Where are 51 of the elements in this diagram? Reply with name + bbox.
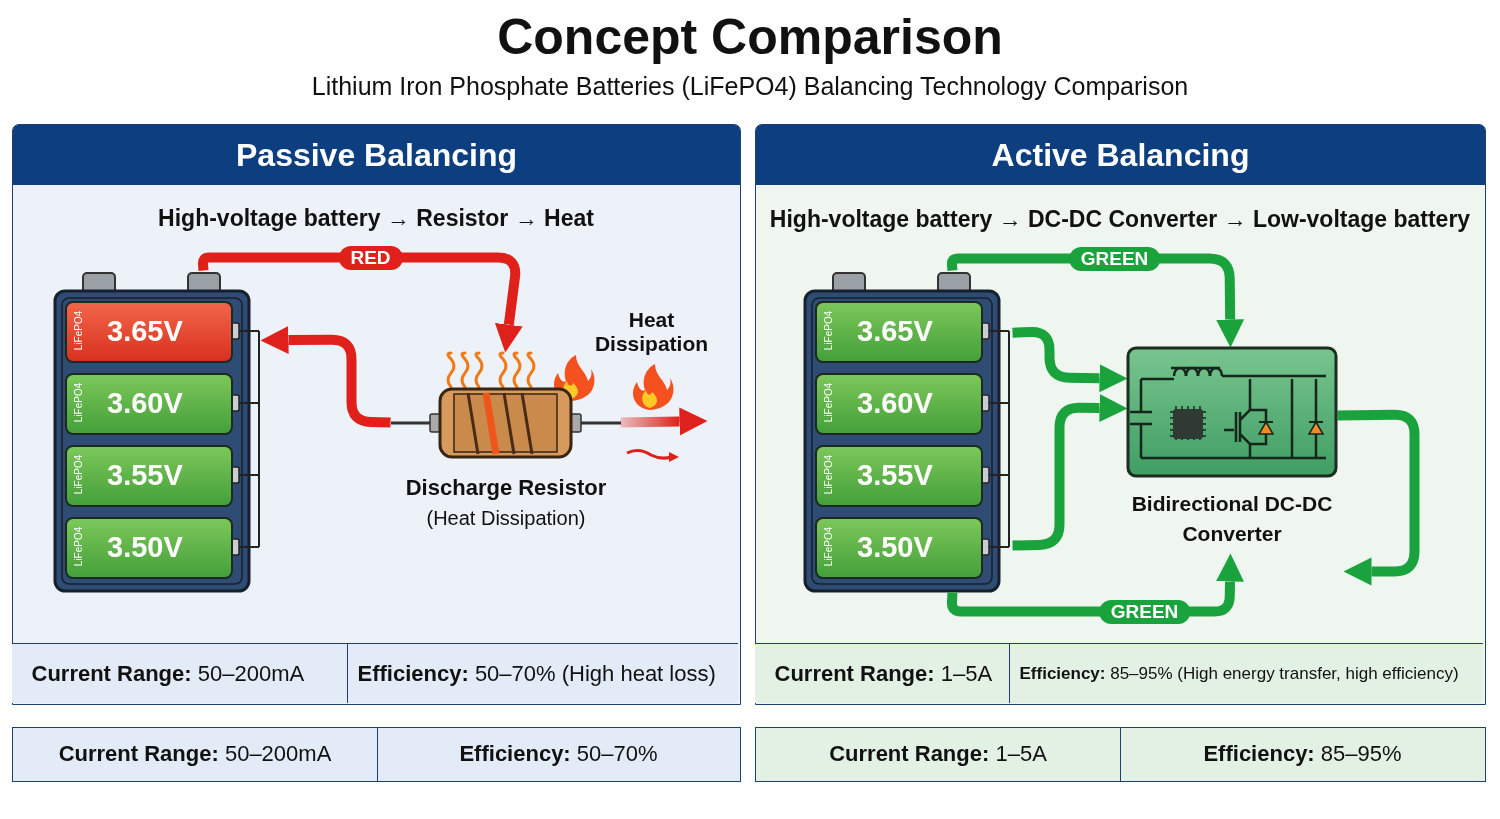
cell-type-label: LiFePO4	[72, 309, 84, 353]
cell-type-label: LiFePO4	[72, 525, 84, 569]
spec-entry: Efficiency: 50–70% (High heat loss)	[356, 659, 717, 688]
battery-cell	[815, 517, 983, 579]
flow-caption: High-voltage battery → Resistor → Heat	[157, 204, 595, 232]
cell-type-label: LiFePO4	[72, 381, 84, 425]
arrow	[1012, 394, 1128, 551]
cell-type-label: LiFePO4	[822, 381, 834, 425]
voltage-label: 3.50V	[857, 531, 933, 564]
battery-cell	[65, 517, 233, 579]
cell-type-label: LiFePO4	[822, 525, 834, 569]
voltage-label: 3.65V	[107, 315, 183, 348]
cell-type-label: LiFePO4	[822, 453, 834, 497]
cell-type-label: LiFePO4	[822, 309, 834, 353]
arrow	[1012, 327, 1128, 393]
panel-header: Passive Balancing	[13, 125, 740, 185]
spec-entry: Efficiency: 85–95% (High energy transfer, high efficiency)	[1018, 662, 1460, 685]
heat-label: Heat Dissipation	[593, 307, 710, 356]
spec-entry: Current Range: 1–5A	[756, 728, 1121, 781]
battery-cell	[65, 301, 233, 363]
spec-entry: Current Range: 1–5A	[754, 643, 1010, 703]
voltage-label: 3.65V	[857, 315, 933, 348]
flow-caption: High-voltage battery → DC-DC Converter → Low-voltage battery	[768, 205, 1472, 233]
arrow	[1337, 409, 1420, 586]
spec-entry: Current Range: 50–200mA	[13, 728, 378, 781]
edge-label: GREEN	[1068, 246, 1161, 271]
panel-header: Active Balancing	[756, 125, 1485, 185]
voltage-label: 3.60V	[857, 387, 933, 420]
voltage-label: 3.60V	[107, 387, 183, 420]
arrow	[620, 407, 708, 436]
battery-cell	[815, 301, 983, 363]
voltage-label: 3.55V	[107, 459, 183, 492]
voltage-label: 3.50V	[107, 531, 183, 564]
balancing-panel	[12, 124, 741, 705]
component-label: Discharge Resistor	[404, 475, 608, 501]
spec-entry: Efficiency: 50–70%	[458, 740, 659, 768]
title: Concept Comparison	[496, 8, 1004, 66]
battery-cell	[815, 373, 983, 435]
edge-label: GREEN	[1098, 599, 1191, 624]
battery-cell	[65, 445, 233, 507]
battery-cell	[65, 373, 233, 435]
component-note: (Heat Dissipation)	[425, 507, 587, 530]
voltage-label: 3.55V	[857, 459, 933, 492]
spec-entry: Current Range: 50–200mA	[11, 643, 348, 703]
edge-label: RED	[338, 245, 403, 270]
cell-type-label: LiFePO4	[72, 453, 84, 497]
battery-cell	[815, 445, 983, 507]
balancing-panel	[755, 124, 1486, 705]
subtitle: Lithium Iron Phosphate Batteries (LiFePO4) Balancing Technology Comparison	[310, 72, 1190, 101]
component-label: Bidirectional DC-DC Converter	[1130, 491, 1334, 547]
spec-entry: Efficiency: 85–95%	[1202, 740, 1403, 768]
